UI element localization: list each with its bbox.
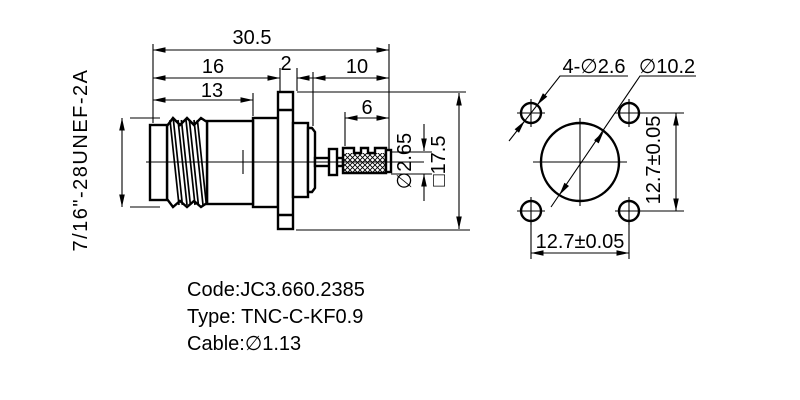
side-dimension-lines [119,47,462,229]
leader-arrow [537,93,548,106]
label-mount-holes: 4-∅2.6 [562,56,625,78]
holes-leader-line [508,75,628,142]
front-leaders [508,75,696,208]
leader-arrow [559,182,569,196]
flange-corner-lines [278,108,293,217]
mounting-flange [276,90,295,231]
dim-length-16: 16 [202,56,224,78]
ferrule-end-cap [384,148,393,174]
dim-flange-square: □17.5 [428,135,450,186]
dim-crimp-length: 6 [361,97,372,119]
center-crosshair [533,118,627,206]
connector-outline [146,90,424,231]
side-view: 30.5 16 2 10 13 6 7/16"-28UNEF-2A ∅2.65 … [70,27,470,252]
leader-arrow [514,120,525,133]
centerline [146,150,424,174]
side-extension-lines [130,44,470,231]
leader-arrow [594,131,604,144]
dim-crimp-diameter: ∅2.65 [394,133,416,189]
rear-boss [291,121,310,199]
notes-block: Code:JC3.660.2385 Type: TNC-C-KF0.9 Cabl… [187,279,365,355]
note-type: Type: TNC-C-KF0.9 [187,306,363,328]
rear-boss-step [306,126,317,194]
dim-flange-thickness: 2 [280,53,291,75]
note-cable: Cable:∅1.13 [187,333,301,355]
label-center-diameter: ∅10.2 [639,56,695,78]
front-view: 4-∅2.6 ∅10.2 12.7±0.05 12.7±0.05 [508,56,696,259]
dim-overall-length: 30.5 [233,27,272,49]
dim-hole-spacing-horizontal: 12.7±0.05 [536,231,625,253]
front-dimension-lines [531,113,679,256]
thread-spec-label: 7/16"-28UNEF-2A [70,69,92,252]
dim-length-10: 10 [346,56,368,78]
front-extension-lines [530,112,684,259]
note-code: Code:JC3.660.2385 [187,279,365,301]
bore-leader-line [550,75,696,208]
dim-length-13: 13 [201,80,223,102]
dim-hole-spacing-vertical: 12.7±0.05 [643,116,665,205]
flange-face [517,99,643,225]
